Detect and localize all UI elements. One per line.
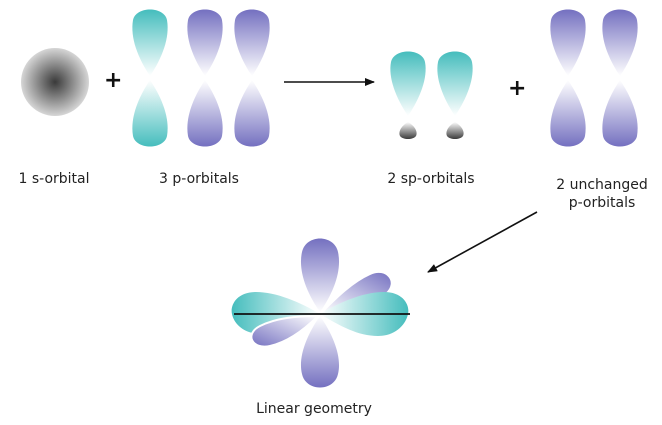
label-p-orbitals: 3 p-orbitals <box>159 171 239 187</box>
combine-arrow <box>427 211 538 273</box>
unchanged-p-orbital-1 <box>550 9 586 147</box>
p-orbital-teal <box>132 9 168 147</box>
label-sp-orbitals: 2 sp-orbitals <box>387 171 475 187</box>
label-linear-geometry: Linear geometry <box>256 401 372 417</box>
s-orbital-sphere <box>21 48 89 116</box>
label-s-orbital: 1 s-orbital <box>18 171 90 187</box>
sp-orbital-1 <box>390 51 426 139</box>
p-orbital-purple-2 <box>234 9 270 147</box>
label-unchanged-line-1: 2 unchanged <box>556 177 648 193</box>
plus-sign-1: + <box>104 68 123 93</box>
unchanged-p-orbital-2 <box>602 9 638 147</box>
plus-sign-2: + <box>508 76 527 101</box>
linear-geometry-orbitals <box>231 238 410 388</box>
sp-orbital-2 <box>437 51 473 139</box>
label-unchanged-line-2: p-orbitals <box>568 195 636 211</box>
p-orbital-purple-1 <box>187 9 223 147</box>
